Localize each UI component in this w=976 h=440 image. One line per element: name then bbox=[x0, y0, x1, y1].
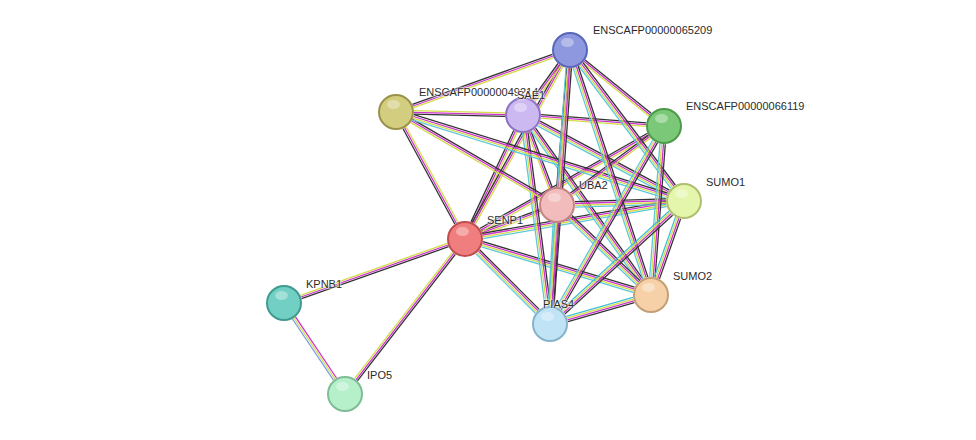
protein-label: SUMO1 bbox=[705, 176, 746, 189]
evidence-line bbox=[296, 317, 337, 378]
evidence-line bbox=[650, 144, 660, 277]
node-highlight bbox=[675, 189, 688, 198]
evidence-line bbox=[294, 318, 335, 379]
evidence-line bbox=[293, 319, 334, 380]
interaction-edge bbox=[412, 54, 553, 107]
evidence-line bbox=[658, 218, 679, 278]
protein-label: ENSCAFP00000066119 bbox=[685, 100, 805, 113]
protein-label: SENP1 bbox=[486, 214, 524, 227]
evidence-line bbox=[564, 214, 671, 313]
node-highlight bbox=[387, 100, 400, 109]
protein-node: IPO5 bbox=[327, 376, 363, 412]
protein-node: SUMO1 bbox=[666, 183, 702, 219]
protein-label: KPNB1 bbox=[305, 278, 343, 291]
evidence-line bbox=[414, 58, 554, 108]
node-highlight bbox=[336, 382, 349, 391]
evidence-line bbox=[567, 297, 633, 316]
evidence-line bbox=[412, 54, 552, 104]
evidence-line bbox=[565, 215, 673, 314]
protein-label: SAE1 bbox=[516, 89, 546, 102]
interaction-edge bbox=[300, 243, 448, 298]
evidence-line bbox=[652, 144, 662, 277]
evidence-line bbox=[414, 111, 505, 113]
protein-node: ENSCAFP00000049214 bbox=[378, 94, 414, 130]
node-highlight bbox=[514, 103, 527, 112]
node-highlight bbox=[541, 312, 554, 321]
evidence-line bbox=[355, 252, 453, 379]
interaction-edge bbox=[355, 252, 456, 381]
protein-label: UBA2 bbox=[578, 179, 609, 192]
protein-label: SUMO2 bbox=[672, 270, 713, 283]
evidence-line bbox=[583, 63, 649, 116]
node-highlight bbox=[275, 291, 288, 300]
interaction-edge bbox=[476, 250, 539, 313]
node-highlight bbox=[655, 114, 668, 123]
protein-node: SENP1 bbox=[447, 221, 483, 257]
evidence-line bbox=[357, 254, 455, 381]
evidence-line bbox=[476, 254, 536, 314]
node-highlight bbox=[548, 193, 561, 202]
evidence-line bbox=[568, 301, 634, 320]
protein-node: KPNB1 bbox=[266, 285, 302, 321]
interaction-edge bbox=[414, 111, 505, 117]
protein-node: UBA2 bbox=[539, 187, 575, 223]
evidence-line bbox=[561, 143, 657, 310]
protein-label: ENSCAFP00000065209 bbox=[592, 24, 713, 37]
protein-node: SAE1 bbox=[505, 97, 541, 133]
interaction-edge bbox=[557, 140, 658, 309]
interaction-edge bbox=[567, 297, 635, 321]
evidence-line bbox=[477, 252, 536, 312]
protein-node: SUMO2 bbox=[633, 277, 669, 313]
evidence-line bbox=[414, 117, 668, 195]
evidence-line bbox=[568, 303, 634, 322]
node-highlight bbox=[561, 38, 574, 47]
protein-label: PIAS4 bbox=[542, 298, 575, 311]
evidence-line bbox=[567, 299, 633, 318]
evidence-line bbox=[478, 251, 538, 311]
interaction-edge bbox=[561, 211, 672, 314]
evidence-line bbox=[413, 56, 553, 106]
evidence-line bbox=[356, 253, 454, 380]
protein-node: ENSCAFP00000065209 bbox=[552, 32, 588, 68]
protein-node: PIAS4 bbox=[532, 306, 568, 342]
node-highlight bbox=[642, 283, 655, 292]
protein-label: IPO5 bbox=[366, 369, 393, 382]
protein-node: ENSCAFP00000066119 bbox=[646, 108, 682, 144]
evidence-line bbox=[660, 219, 681, 279]
evidence-line bbox=[480, 250, 540, 310]
interaction-edge bbox=[293, 317, 337, 380]
node-highlight bbox=[456, 227, 469, 236]
